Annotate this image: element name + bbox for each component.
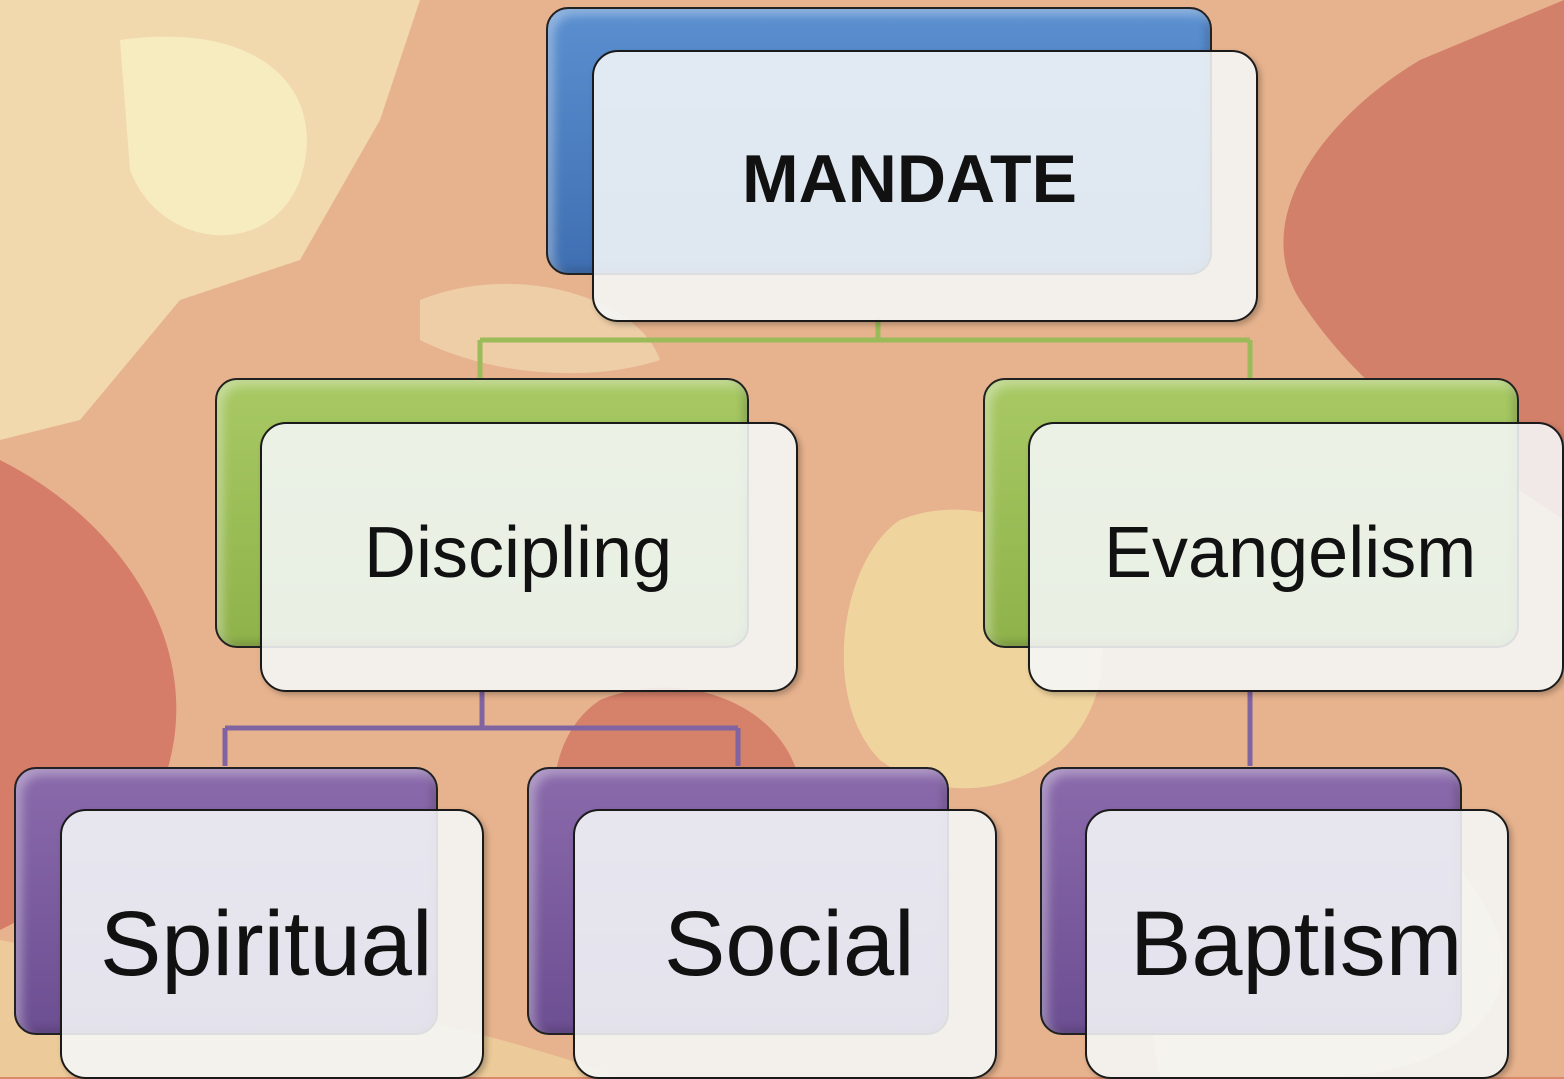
- node-mandate-label: MANDATE: [742, 141, 1077, 217]
- node-spiritual-label: Spiritual: [100, 893, 433, 995]
- node-baptism-box: [1085, 809, 1509, 1079]
- node-social-label: Social: [664, 893, 915, 995]
- node-social-box: [573, 809, 997, 1079]
- node-discipling-box: [260, 422, 798, 692]
- node-mandate-box: [592, 50, 1258, 322]
- node-evangelism-box: [1028, 422, 1564, 692]
- node-baptism-label: Baptism: [1130, 893, 1463, 995]
- node-evangelism-label: Evangelism: [1104, 513, 1477, 593]
- node-discipling-label: Discipling: [364, 513, 673, 593]
- node-spiritual-box: [60, 809, 484, 1079]
